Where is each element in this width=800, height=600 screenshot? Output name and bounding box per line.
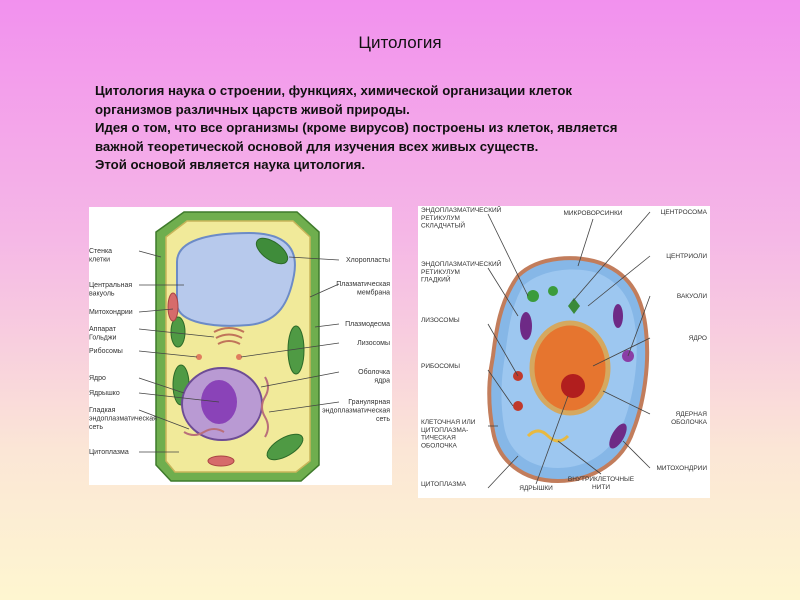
vacuole (527, 290, 539, 302)
lysosome (236, 354, 242, 360)
centriole (568, 298, 580, 314)
leader-line (487, 369, 514, 407)
leader-line (487, 213, 529, 297)
intro-line: Этой основой является наука цитология. (95, 157, 366, 172)
organelle-label: ЯДРЫШКИ (519, 485, 553, 492)
leader-line (240, 342, 340, 358)
organelle-label: ВАКУОЛИ (677, 293, 707, 300)
mitochondrion (520, 312, 532, 340)
organelle-label: Митохондрии (89, 309, 133, 316)
organelle-label: Цитоплазма (89, 449, 129, 456)
leader-line (309, 283, 340, 298)
organelle-label: ЦЕНТРОСОМА (661, 209, 708, 216)
animal-nucleolus (561, 374, 585, 398)
golgi-apparatus (213, 327, 245, 345)
organelle-label: МИКРОВОРСИНКИ (563, 210, 622, 217)
intro-line: организмов различных царств живой природ… (95, 101, 410, 117)
granular-er (261, 376, 269, 438)
organelle-label: Плазмодесма (345, 321, 390, 328)
organelle-label: РИБОСОМЫ (421, 363, 460, 370)
mitochondrion (207, 455, 235, 467)
leader-line (587, 255, 651, 307)
organelle-label: ЦИТОПЛАЗМА (421, 481, 467, 488)
page-title: Цитология (358, 33, 442, 52)
organelle-label: ЦЕНТРИОЛИ (666, 253, 707, 260)
leader-line (288, 256, 340, 261)
leader-line (572, 211, 651, 302)
leader-line (557, 440, 602, 475)
leader-line (487, 323, 519, 377)
intro-line: Цитология наука о строении, функциях, хи… (95, 83, 572, 98)
organelle-label: Лизосомы (357, 340, 390, 347)
mitochondrion (609, 423, 627, 449)
leader-line (627, 295, 651, 357)
intro-text: Цитология наука о строении, функциях, хи… (95, 82, 775, 175)
intracellular-filaments (526, 429, 570, 443)
leader-line (138, 409, 190, 430)
leader-line (138, 328, 215, 338)
leader-line (138, 250, 162, 258)
leader-line (138, 350, 198, 358)
vacuole (548, 286, 558, 296)
leader-line (487, 455, 519, 489)
leader-line (138, 308, 174, 313)
mitochondrion (167, 292, 179, 322)
organelle-label: ЯДРО (689, 335, 707, 342)
mitochondrion (613, 304, 623, 328)
intro-line: Идея о том, что все организмы (кроме вир… (95, 120, 618, 135)
lysosome (513, 401, 523, 411)
organelle-label: Ядро (89, 375, 106, 382)
leader-line (268, 401, 340, 413)
leader-line (577, 218, 594, 267)
organelle-label: Ядрышко (89, 390, 120, 397)
leader-line (622, 440, 651, 469)
animal-nucleus (529, 320, 611, 416)
leader-line (487, 267, 519, 317)
chloroplast (170, 316, 186, 348)
chloroplast (266, 433, 304, 461)
leader-line (260, 371, 340, 388)
intro-line: важной теоретической основой для изучени… (95, 138, 539, 154)
organelle-label: Рибосомы (89, 347, 123, 355)
leader-line (602, 390, 651, 415)
leader-line (138, 392, 220, 403)
lysosome (196, 354, 202, 360)
leader-line (592, 337, 651, 367)
smooth-er (183, 428, 225, 436)
leader-line (138, 377, 185, 394)
organelle-label: Хлоропласты (346, 257, 390, 264)
organelle-label: МИТОХОНДРИИ (657, 465, 708, 472)
organelle-label: ЛИЗОСОМЫ (421, 317, 460, 324)
chloroplast (255, 237, 289, 265)
leader-line (535, 395, 569, 485)
leader-line (314, 323, 340, 328)
